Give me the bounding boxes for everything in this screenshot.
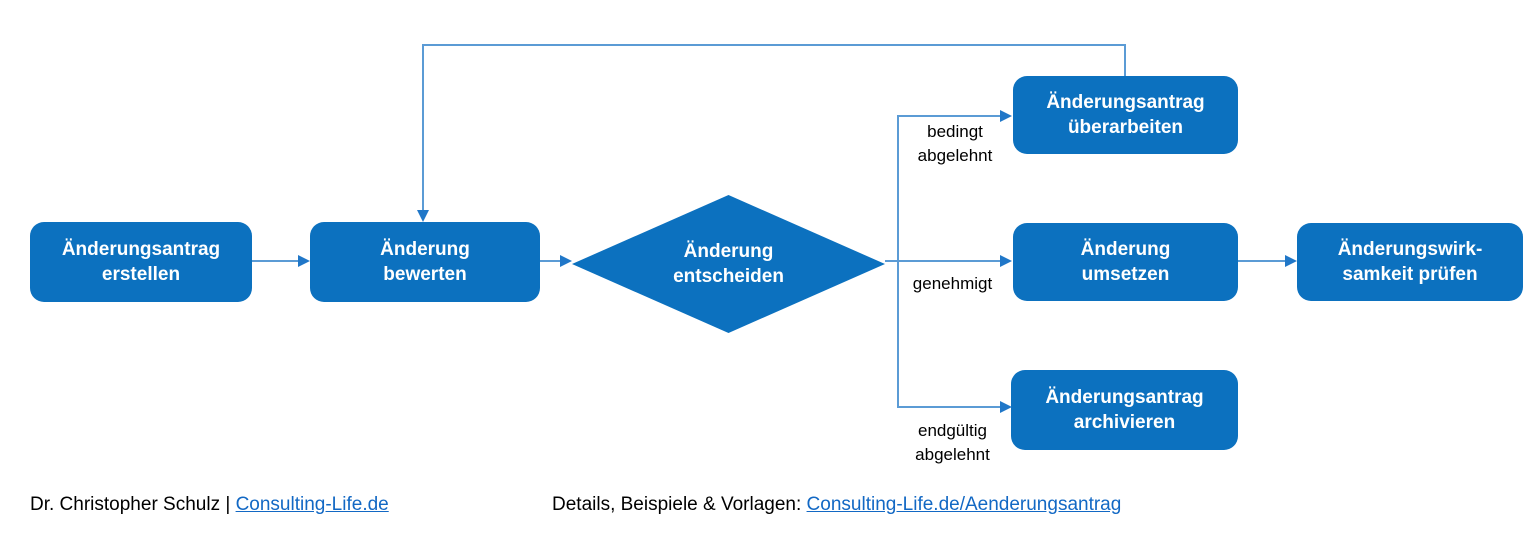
node-aenderungswirksamkeit-pruefen: Änderungswirk- samkeit prüfen <box>1297 223 1523 301</box>
node-aenderungsantrag-ueberarbeiten: Änderungsantrag überarbeiten <box>1013 76 1238 154</box>
node-aenderungsantrag-archivieren: Änderungsantrag archivieren <box>1011 370 1238 450</box>
edge-endgueltig-abgelehnt-arrowhead-icon <box>1000 401 1012 413</box>
edge-bewerten-entscheiden-line <box>540 260 562 262</box>
edge-endgueltig-abgelehnt-line <box>897 406 1001 408</box>
edge-bedingt-abgelehnt-arrowhead-icon <box>1000 110 1012 122</box>
feedback-loop-right-vertical-line <box>1124 45 1126 76</box>
node-aenderung-umsetzen: Änderung umsetzen <box>1013 223 1238 301</box>
edge-label-bedingt-abgelehnt: bedingt abgelehnt <box>917 122 993 165</box>
footer-details-link[interactable]: Consulting-Life.de/Aenderungsantrag <box>806 494 1122 515</box>
footer-author-link[interactable]: Consulting-Life.de <box>235 494 389 515</box>
edge-erstellen-bewerten-arrowhead-icon <box>298 255 310 267</box>
edge-umsetzen-pruefen-line <box>1238 260 1286 262</box>
feedback-loop-arrowhead-icon <box>417 210 429 222</box>
edge-umsetzen-pruefen-arrowhead-icon <box>1285 255 1297 267</box>
edge-erstellen-bewerten-line <box>252 260 300 262</box>
edge-bewerten-entscheiden-arrowhead-icon <box>560 255 572 267</box>
feedback-loop-top-horizontal-line <box>422 44 1126 46</box>
feedback-loop-left-vertical-line <box>422 44 424 210</box>
branch-trunk-vertical-line <box>897 116 899 408</box>
decision-aenderung-entscheiden: Änderung entscheiden <box>572 195 885 333</box>
edge-label-endgueltig-abgelehnt: endgültig abgelehnt <box>915 421 990 464</box>
footer-author: Dr. Christopher Schulz | Consulting-Life… <box>30 494 389 516</box>
node-aenderung-bewerten: Änderung bewerten <box>310 222 540 302</box>
edge-genehmigt-arrowhead-icon <box>1000 255 1012 267</box>
edge-bedingt-abgelehnt-line <box>897 115 1001 117</box>
edge-label-genehmigt: genehmigt <box>912 274 993 293</box>
edge-genehmigt-line <box>885 260 1001 262</box>
footer-details-text: Details, Beispiele & Vorlagen: <box>552 494 807 515</box>
node-aenderungsantrag-erstellen: Änderungsantrag erstellen <box>30 222 252 302</box>
footer-details: Details, Beispiele & Vorlagen: Consultin… <box>552 494 1121 516</box>
footer-author-text: Dr. Christopher Schulz | <box>30 494 236 515</box>
